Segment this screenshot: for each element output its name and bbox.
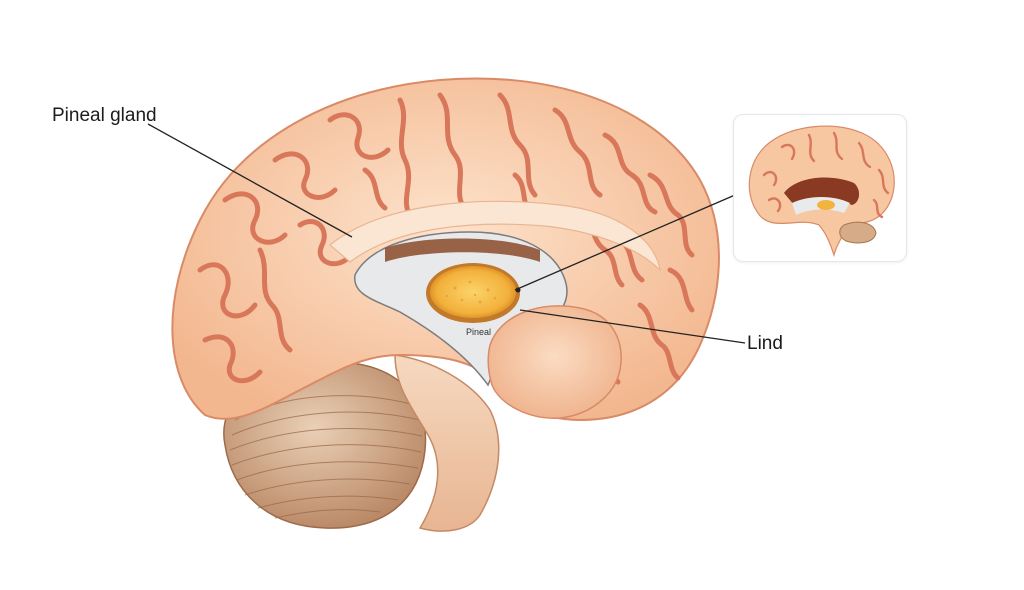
pineal-gland [426, 263, 520, 323]
leader-line-lind [519, 309, 746, 344]
inset-ventricle [784, 177, 860, 205]
inset-cerebellum [839, 221, 877, 244]
corpus-callosum [329, 200, 661, 272]
thalamus [487, 305, 622, 419]
inset-sulci [762, 131, 890, 219]
pineal-gland-label: Pineal gland [52, 105, 157, 126]
ventricle-roof [385, 238, 540, 262]
leader-line-pineal [147, 123, 353, 238]
leader-anchor-dot [515, 287, 521, 293]
leader-lines [147, 123, 746, 344]
inset-gland [817, 200, 835, 210]
inner-gland-label: Pineal [466, 327, 492, 337]
inset-thumbnail [733, 114, 907, 262]
leader-line-inset [514, 194, 736, 291]
brain-stem [394, 354, 500, 532]
lind-label: Lind [747, 333, 783, 354]
inset-brain-illustration [748, 125, 895, 258]
sulci-pattern [197, 92, 695, 385]
gland-texture [445, 280, 497, 304]
cerebellum-folia [229, 395, 423, 519]
